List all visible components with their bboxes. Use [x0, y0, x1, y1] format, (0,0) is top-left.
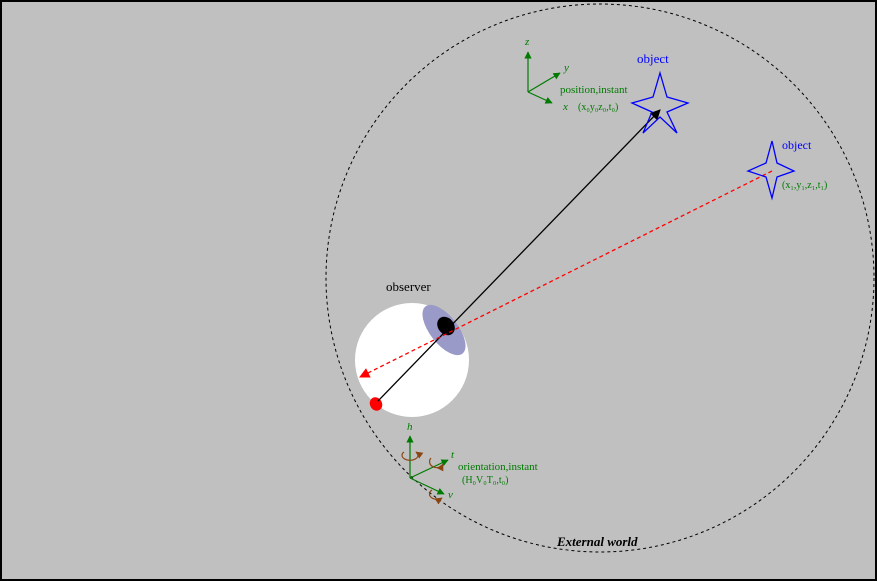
axis-x-label: x	[562, 101, 568, 113]
axis-y-label: y	[563, 62, 569, 74]
position-instant-label: position,instant	[560, 84, 628, 96]
orientation-axes	[401, 435, 449, 505]
axis-t-label: t	[451, 449, 455, 461]
rotation-v-icon	[428, 489, 443, 505]
rotation-h-icon	[401, 451, 424, 461]
external-world-label: External world	[556, 534, 638, 549]
line-of-sight	[377, 109, 661, 402]
pupil	[437, 316, 455, 336]
orientation-instant-label: orientation,instant	[458, 461, 538, 473]
axis-h-label: h	[407, 421, 413, 433]
observer-label: observer	[386, 279, 431, 294]
axis-x-line	[527, 91, 553, 104]
external-world-boundary	[325, 3, 875, 553]
object-b-label: object	[782, 138, 812, 152]
position-coords-label: (x₀y₀z₀,t₀)	[578, 102, 618, 113]
observer-eye	[355, 303, 469, 417]
axis-t-line	[409, 459, 449, 479]
axis-v-line	[409, 477, 445, 495]
rotation-t-icon	[428, 457, 444, 472]
position-axes	[524, 51, 561, 104]
object-a-label: object	[637, 51, 669, 66]
object-star-a	[630, 70, 690, 134]
object-star-b	[746, 140, 796, 201]
axis-v-label: v	[448, 489, 453, 501]
axis-z-label: z	[524, 36, 530, 48]
object-b-coords-label: (x₁,y₁,z₁,t₁)	[782, 180, 827, 191]
axis-y-line	[527, 72, 561, 93]
orientation-coords-label: (H₀V₀T₀,t₀)	[462, 475, 508, 486]
